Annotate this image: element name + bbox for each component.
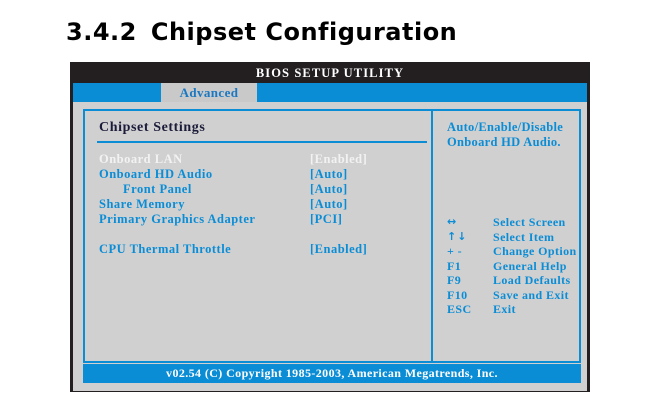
setting-label: Primary Graphics Adapter [99,212,256,226]
legend-description: General Help [493,258,567,273]
setting-row-onboard-hd-audio[interactable]: Onboard HD Audio [Auto] [99,167,431,182]
page-title-text: Chipset Configuration [150,18,458,46]
legend-description: Select Item [493,229,555,244]
setting-value[interactable]: [Enabled] [310,242,368,256]
legend-description: Save and Exit [493,287,569,302]
settings-list: Onboard LAN [Enabled] Onboard HD Audio [… [99,152,431,257]
help-text-line: Onboard HD Audio. [447,135,561,149]
setting-label: CPU Thermal Throttle [99,242,232,256]
legend-description: Load Defaults [493,273,571,287]
bios-content-box: Chipset Settings Onboard LAN [Enabled] O… [83,109,581,363]
bios-window: BIOS SETUP UTILITY Advanced Chipset Sett… [70,62,590,392]
setting-value[interactable]: [Auto] [310,182,348,196]
legend-key: F10 [447,287,468,302]
setting-value[interactable]: [Enabled] [310,152,368,166]
setting-value[interactable]: [PCI] [310,212,343,226]
legend-description: Select Screen [493,215,566,229]
setting-label: Onboard HD Audio [99,167,213,181]
legend-key: F9 [447,273,462,287]
settings-section-title: Chipset Settings [99,120,206,135]
up-down-arrow-icon: ↑↓ [447,229,468,243]
setting-row-share-memory[interactable]: Share Memory [Auto] [99,197,431,212]
page-title: 3.4.2 Chipset Configuration [66,18,457,46]
tab-advanced[interactable]: Advanced [161,83,257,102]
setting-label: Front Panel [123,182,192,196]
legend-description: Change Option [493,244,577,258]
bios-footer-copyright: v02.54 (C) Copyright 1985-2003, American… [83,364,581,383]
legend-key: F1 [447,258,462,273]
page-title-number: 3.4.2 [66,18,137,46]
setting-row-onboard-lan[interactable]: Onboard LAN [Enabled] [99,152,431,167]
setting-row-spacer [99,227,431,242]
setting-row-primary-graphics-adapter[interactable]: Primary Graphics Adapter [PCI] [99,212,431,227]
legend-description: Exit [493,302,516,316]
setting-row-cpu-thermal-throttle[interactable]: CPU Thermal Throttle [Enabled] [99,242,431,257]
bios-tab-strip: Advanced [73,83,587,102]
legend-key: ESC [447,302,472,316]
bios-titlebar: BIOS SETUP UTILITY [73,63,587,83]
help-text-line: Auto/Enable/Disable [447,120,564,134]
plus-minus-icon: + - [447,244,463,258]
setting-label: Onboard LAN [99,152,183,166]
settings-divider-rule [97,141,427,143]
pane-divider [431,111,433,361]
settings-pane: Chipset Settings Onboard LAN [Enabled] O… [85,111,431,361]
setting-value[interactable]: [Auto] [310,167,348,181]
setting-row-front-panel[interactable]: Front Panel [Auto] [99,182,431,197]
setting-label: Share Memory [99,197,185,211]
left-right-arrow-icon: ↔ [447,215,458,228]
setting-value[interactable]: [Auto] [310,197,348,211]
help-pane: Auto/Enable/Disable Onboard HD Audio. ↔ … [433,111,579,361]
